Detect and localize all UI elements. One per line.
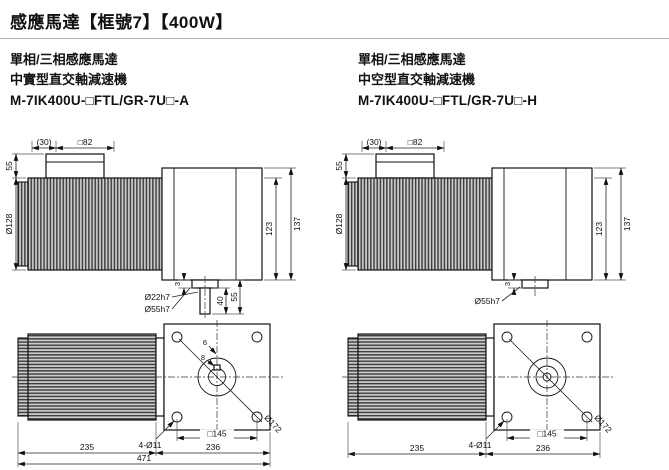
drawing-side-view-solid-shaft: (30) □82 55 Ø128 123 137 3 40 55 Ø — [4, 137, 302, 318]
motor-body — [347, 177, 493, 271]
dim-label: 471 — [137, 453, 151, 463]
dim-label: Ø128 — [4, 213, 14, 234]
dim-label: 4-Ø11 — [469, 440, 492, 450]
dim-label: 137 — [292, 217, 302, 231]
title-divider — [0, 38, 669, 39]
hollow-shaft-boss — [521, 276, 549, 296]
dim-label: 235 — [410, 443, 424, 453]
gearbox — [161, 167, 263, 281]
dim-label: □145 — [207, 429, 227, 439]
drawing-bottom-view-hollow-shaft: Ø172 4-Ø11 □145 235 236 — [342, 320, 614, 458]
right-gearbox-type: 中空型直交軸減速機 — [358, 71, 476, 87]
right-column-header: 單相/三相感應馬達 中空型直交軸減速機 M-7IK400U-□FTL/GR-7U… — [358, 50, 537, 111]
dimensions: (30) □82 55 Ø128 123 137 3 Ø55h7 — [334, 137, 632, 306]
dim-label: 236 — [206, 442, 220, 452]
right-model-number: M-7IK400U-□FTL/GR-7U□-H — [358, 93, 538, 108]
dim-label: 137 — [622, 217, 632, 231]
dim-label: 236 — [536, 443, 550, 453]
dim-label: 55 — [334, 161, 344, 171]
dim-label: □82 — [408, 137, 423, 147]
bolt-hole — [251, 331, 263, 343]
bolt-hole — [171, 331, 183, 343]
dim-label: Ø128 — [334, 213, 344, 234]
dim-label: 40 — [215, 296, 225, 306]
dim-label: 55 — [229, 292, 239, 302]
dim-label: (30) — [36, 137, 51, 147]
dim-label: 123 — [264, 222, 274, 236]
page-title: 感應馬達【框號7】【400W】 — [10, 13, 233, 32]
drawing-side-view-hollow-shaft: (30) □82 55 Ø128 123 137 3 Ø55h7 — [334, 137, 632, 306]
drawing-bottom-view-solid-shaft: 6 8 Ø172 4-Ø11 □145 235 236 471 — [12, 320, 284, 467]
dim-label: Ø55h7 — [144, 304, 170, 314]
right-motor-type: 單相/三相感應馬達 — [358, 52, 466, 67]
gearbox — [491, 167, 593, 281]
output-shaft — [191, 276, 219, 318]
dim-label: 3 — [173, 282, 182, 286]
left-column-header: 單相/三相感應馬達 中實型直交軸減速機 M-7IK400U-□FTL/GR-7U… — [10, 50, 189, 111]
left-gearbox-type: 中實型直交軸減速機 — [10, 71, 128, 87]
dim-label: □82 — [78, 137, 93, 147]
terminal-box — [45, 153, 105, 179]
motor-body — [17, 177, 163, 271]
terminal-box — [375, 153, 435, 179]
dim-label: 3 — [503, 282, 512, 286]
left-motor-type: 單相/三相感應馬達 — [10, 52, 118, 67]
dim-label: 123 — [594, 222, 604, 236]
dim-label: 4-Ø11 — [139, 440, 162, 450]
dim-label: Ø55h7 — [474, 296, 500, 306]
dimensions: (30) □82 55 Ø128 123 137 3 40 55 Ø — [4, 137, 302, 315]
dim-label: 235 — [80, 442, 94, 452]
dim-label: 55 — [4, 161, 14, 171]
bolt-hole — [581, 331, 593, 343]
dim-label: (30) — [366, 137, 381, 147]
dim-label: □145 — [537, 429, 557, 439]
dim-label: 8 — [201, 353, 205, 362]
dim-label: Ø22h7 — [144, 292, 170, 302]
dim-label: 6 — [203, 338, 207, 347]
left-model-number: M-7IK400U-□FTL/GR-7U□-A — [10, 93, 190, 108]
bolt-hole — [501, 331, 513, 343]
